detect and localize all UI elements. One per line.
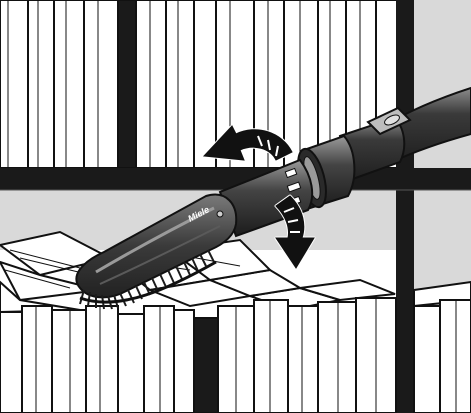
shelf-post (396, 0, 414, 413)
